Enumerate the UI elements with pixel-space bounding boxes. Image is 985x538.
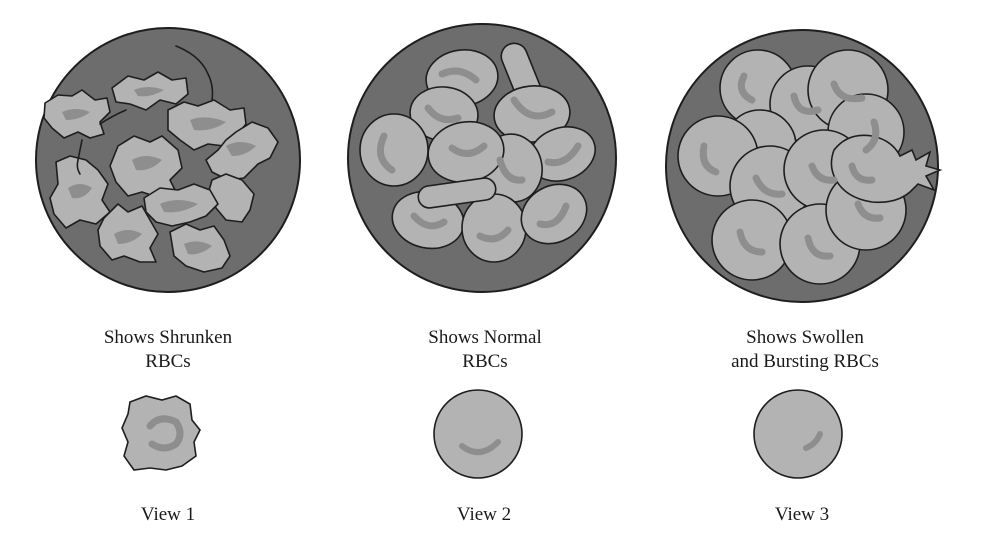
cell-pallor: [496, 156, 526, 184]
cell-pallor: [808, 162, 838, 184]
cell-pallor: [448, 142, 488, 157]
shrunken-rbc-dish: [35, 27, 301, 293]
caption-swollen-line-1: Shows Swollen: [746, 327, 864, 348]
cell-pallor: [830, 80, 866, 103]
crenated-cell-tail: [175, 45, 214, 101]
rod-shaped-cell: [417, 177, 497, 209]
cell-pallor: [803, 431, 823, 451]
cell-pallor: [68, 184, 92, 199]
cell-pallor: [190, 117, 226, 131]
cell-pallor: [862, 118, 880, 154]
view-3-single-cell: [753, 389, 843, 479]
cell-pallor: [510, 96, 556, 120]
cell-pallor: [544, 142, 582, 167]
cell-pallor: [854, 200, 884, 222]
cell-pallor: [752, 174, 786, 198]
cell-pallor: [134, 87, 164, 97]
view-label-1: View 1: [140, 504, 196, 525]
caption-shrunken-line-2: RBCs: [145, 351, 191, 372]
cell-pallor: [790, 92, 822, 115]
cell-pallor: [114, 230, 142, 244]
cell-pallor: [146, 415, 184, 452]
cell-pallor: [424, 104, 462, 124]
cell-pallor: [736, 228, 766, 256]
cell-pallor: [184, 241, 212, 255]
cell-pallor: [699, 142, 720, 176]
swollen-rbc-dish: [665, 29, 943, 303]
cell-pallor: [410, 212, 448, 230]
cell-pallor: [737, 72, 756, 104]
cell-pallor: [376, 132, 396, 174]
cell-pallor: [476, 226, 512, 243]
view-label-2: View 2: [456, 504, 512, 525]
cell-pallor: [62, 109, 90, 120]
cell-pallor: [804, 234, 834, 260]
caption-swollen: Shows Swollen and Bursting RBCs: [700, 326, 910, 374]
caption-shrunken-line-1: Shows Shrunken: [103, 327, 233, 348]
cell-pallor: [438, 67, 480, 84]
view-1-single-cell: [121, 395, 201, 471]
cell-pallor: [160, 200, 198, 213]
swollen-single-cell: [753, 389, 843, 479]
cell-pallor: [848, 162, 876, 184]
cell-pallor: [459, 439, 501, 455]
cell-pallor: [132, 156, 162, 171]
normal-single-cell: [433, 389, 523, 479]
normal-rbc-dish: [347, 23, 617, 293]
normal-cell: [520, 183, 588, 245]
cell-pallor: [226, 142, 256, 156]
crenated-cell-tail: [76, 139, 83, 175]
shrunken-single-cell: [121, 395, 201, 471]
caption-swollen-line-2: and Bursting RBCs: [731, 351, 879, 372]
normal-cell: [359, 113, 429, 187]
crenated-cell-tail: [99, 109, 127, 125]
view-2-single-cell: [433, 389, 523, 479]
normal-cell: [461, 193, 527, 263]
view-label-3: View 3: [774, 504, 830, 525]
caption-shrunken: Shows Shrunken RBCs: [78, 326, 258, 374]
caption-normal-line-1: Shows Normal: [428, 327, 542, 348]
cell-pallor: [536, 202, 570, 229]
caption-normal: Shows Normal RBCs: [395, 326, 575, 374]
caption-normal-line-2: RBCs: [462, 351, 508, 372]
